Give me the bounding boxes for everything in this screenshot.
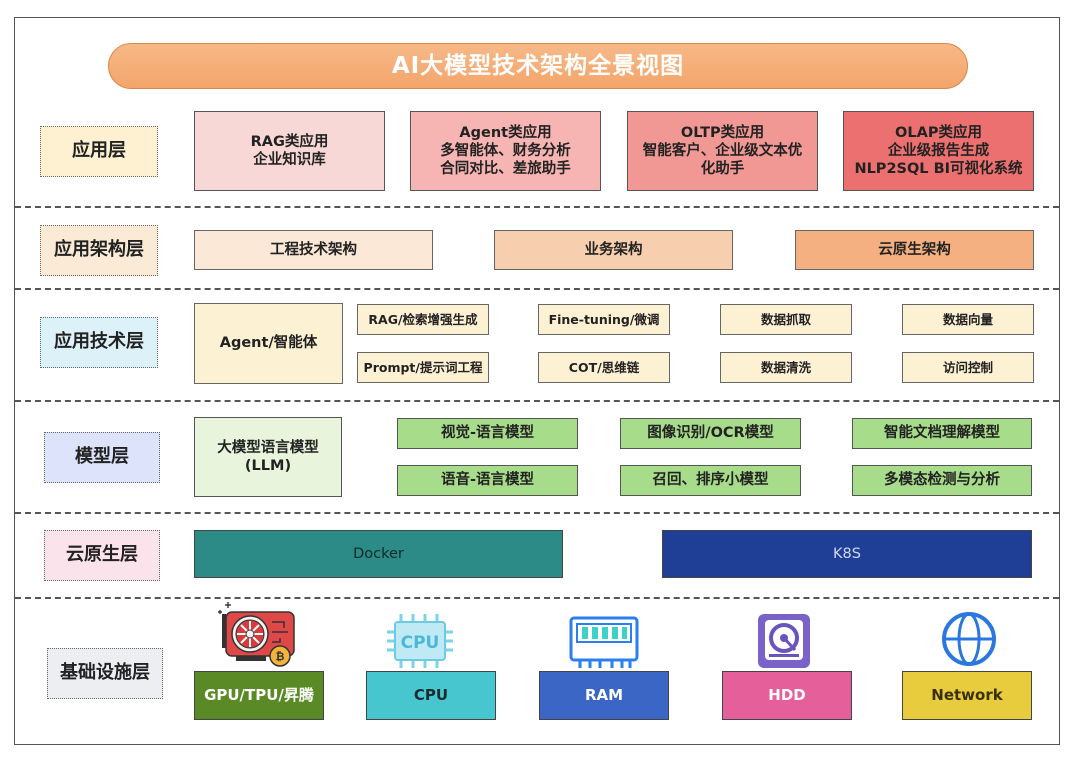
box-line: 多智能体、财务分析 (440, 142, 571, 159)
box-cot: COT/思维链 (538, 352, 670, 383)
label-cloud-native-layer: 云原生层 (44, 530, 160, 581)
box-line: (LLM) (244, 458, 292, 474)
layer-divider (15, 288, 1059, 290)
box-engineering-architecture: 工程技术架构 (194, 230, 433, 270)
cpu-icon-text: CPU (401, 633, 440, 653)
box-oltp-application: OLTP类应用 智能客户、企业级文本优 化助手 (627, 111, 818, 191)
layer-divider (15, 206, 1059, 208)
svg-text:₿: ₿ (276, 650, 285, 663)
layer-divider (15, 400, 1059, 402)
label-application-layer: 应用层 (40, 126, 158, 177)
layer-divider (15, 597, 1059, 599)
globe-network-icon (942, 612, 996, 666)
box-line: 智能客户、企业级文本优 (642, 142, 803, 159)
ram-module-icon (569, 616, 639, 668)
box-cloud-native-architecture: 云原生架构 (795, 230, 1034, 270)
box-agent-application: Agent类应用 多智能体、财务分析 合同对比、差旅助手 (410, 111, 601, 191)
box-vision-language-model: 视觉-语言模型 (397, 418, 578, 449)
box-data-cleaning: 数据清洗 (720, 352, 852, 383)
box-line: NLP2SQL BI可视化系统 (854, 161, 1023, 178)
label-app-architecture-layer: 应用架构层 (40, 225, 158, 276)
label-infrastructure-layer: 基础设施层 (47, 648, 163, 699)
label-app-technology-layer: 应用技术层 (40, 317, 158, 368)
box-network: Network (902, 671, 1032, 720)
box-llm: 大模型语言模型 (LLM) (194, 417, 342, 497)
box-line: 企业知识库 (253, 152, 326, 168)
box-cpu: CPU (366, 671, 496, 720)
box-line: 合同对比、差旅助手 (440, 161, 571, 178)
box-k8s: K8S (662, 530, 1032, 578)
box-agent: Agent/智能体 (194, 303, 343, 384)
box-line: 化助手 (700, 161, 745, 178)
box-line: 大模型语言模型 (217, 439, 319, 456)
box-speech-language-model: 语音-语言模型 (397, 465, 578, 496)
box-data-crawling: 数据抓取 (720, 304, 852, 335)
hard-disk-icon (758, 614, 810, 668)
box-docker: Docker (194, 530, 563, 578)
box-rag-application: RAG类应用 企业知识库 (194, 111, 385, 191)
box-fine-tuning: Fine-tuning/微调 (538, 304, 670, 335)
box-line: OLAP类应用 (895, 124, 982, 141)
box-multimodal-detection: 多模态检测与分析 (852, 465, 1032, 496)
box-line: RAG类应用 (250, 133, 329, 150)
box-line: OLTP类应用 (680, 124, 765, 141)
box-olap-application: OLAP类应用 企业级报告生成 NLP2SQL BI可视化系统 (843, 111, 1034, 191)
diagram-title: AI大模型技术架构全景视图 (108, 43, 968, 89)
box-access-control: 访问控制 (902, 352, 1034, 383)
layer-divider (15, 512, 1059, 514)
box-data-vector: 数据向量 (902, 304, 1034, 335)
box-recall-ranking-model: 召回、排序小模型 (620, 465, 801, 496)
box-gpu: GPU/TPU/昇腾 (194, 671, 324, 720)
box-business-architecture: 业务架构 (494, 230, 733, 270)
cpu-chip-icon: CPU (387, 614, 453, 668)
label-model-layer: 模型层 (44, 432, 160, 483)
box-prompt: Prompt/提示词工程 (357, 352, 489, 383)
box-line: Agent类应用 (459, 124, 552, 141)
box-ocr-model: 图像识别/OCR模型 (620, 418, 801, 449)
gpu-card-icon: ₿ (218, 602, 295, 667)
box-rag: RAG/检索增强生成 (357, 304, 489, 335)
box-line: 企业级报告生成 (887, 142, 990, 159)
box-ram: RAM (539, 671, 669, 720)
box-document-understanding-model: 智能文档理解模型 (852, 418, 1032, 449)
box-hdd: HDD (722, 671, 852, 720)
